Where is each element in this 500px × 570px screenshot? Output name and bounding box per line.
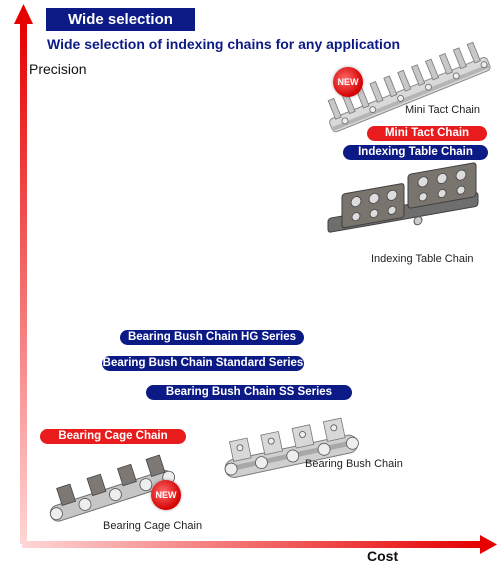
bearing-cage-pill[interactable]: Bearing Cage Chain [40,429,186,444]
new-badge-mini-tact: NEW [333,67,363,97]
bearing-cage-chain-image [49,454,176,522]
y-axis-arrow [14,4,33,24]
indexing-table-pill[interactable]: Indexing Table Chain [343,145,488,160]
y-axis-label: Precision [29,61,87,77]
subtitle: Wide selection of indexing chains for an… [47,36,401,52]
x-axis-line [22,541,483,548]
mini-tact-chain-image [327,41,491,133]
mini-tact-pill[interactable]: Mini Tact Chain [367,126,487,141]
y-axis-line [20,22,27,544]
bearing-bush-ss-pill[interactable]: Bearing Bush Chain SS Series [146,385,352,400]
bearing-bush-chain-image [224,417,359,478]
bearing-bush-hg-pill[interactable]: Bearing Bush Chain HG Series [120,330,304,345]
indexing-table-caption: Indexing Table Chain [371,253,474,265]
new-badge-bearing-cage: NEW [151,480,181,510]
mini-tact-caption: Mini Tact Chain [405,104,480,116]
x-axis-arrow [480,535,497,554]
bearing-bush-standard-pill[interactable]: Bearing Bush Chain Standard Series [102,356,304,371]
indexing-table-chain-image [327,162,479,233]
header-title: Wide selection [46,8,195,31]
bearing-cage-caption: Bearing Cage Chain [103,520,203,532]
x-axis-label: Cost [367,548,399,564]
bearing-bush-caption: Bearing Bush Chain [305,458,403,470]
